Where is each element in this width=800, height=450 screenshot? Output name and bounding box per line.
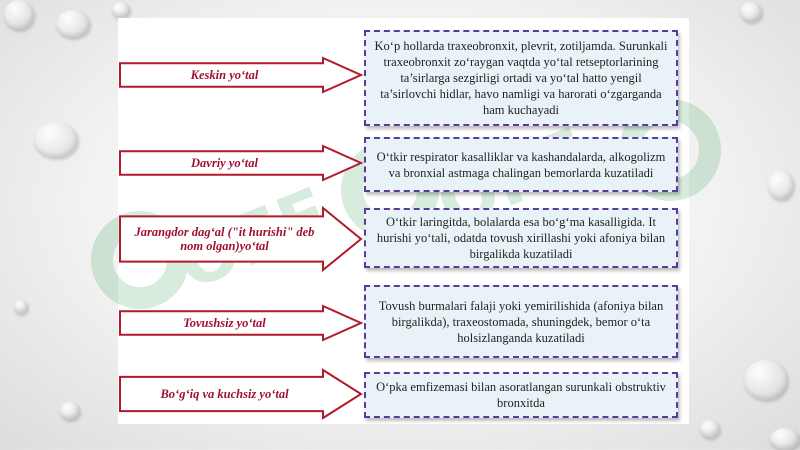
cough-description-box: Ko‘p hollarda traxeobronxit, plevrit, zo… bbox=[364, 30, 678, 126]
cough-description-box: Tovush burmalari falaji yoki yemirilishi… bbox=[364, 285, 678, 358]
cough-description-text: Tovush burmalari falaji yoki yemirilishi… bbox=[378, 298, 664, 345]
arrow-shape: Davriy yo‘tal bbox=[118, 144, 364, 182]
cough-type-label: Tovushsiz yo‘tal bbox=[183, 316, 266, 330]
water-droplet bbox=[56, 10, 90, 38]
water-droplet bbox=[740, 2, 762, 22]
water-droplet bbox=[14, 300, 28, 314]
water-droplet bbox=[768, 170, 794, 200]
water-droplet bbox=[60, 402, 80, 420]
arrow-outline bbox=[119, 205, 363, 273]
cough-description-box: O‘pka emfizemasi bilan asoratlangan suru… bbox=[364, 372, 678, 418]
arrow-shape: Keskin yo‘tal bbox=[118, 56, 364, 94]
cough-description-text: O‘tkir respirator kasalliklar va kashand… bbox=[376, 149, 666, 180]
cough-description-text: Ko‘p hollarda traxeobronxit, plevrit, zo… bbox=[374, 39, 668, 117]
cough-description-box: O‘tkir respirator kasalliklar va kashand… bbox=[364, 137, 678, 192]
cough-description-box: O‘tkir laringitda, bolalarda esa bo‘g‘ma… bbox=[364, 208, 678, 268]
arrow-shape: Jarangdor dag‘al ("it hurishi" deb nom o… bbox=[118, 205, 363, 273]
arrow-outline bbox=[119, 56, 364, 94]
cough-description-text: O‘pka emfizemasi bilan asoratlangan suru… bbox=[376, 380, 666, 410]
arrow-shape: Bo‘g‘iq va kuchsiz yo‘tal bbox=[118, 368, 363, 420]
cough-type-label: Bo‘g‘iq va kuchsiz yo‘tal bbox=[160, 387, 289, 401]
arrow-shape: Tovushsiz yo‘tal bbox=[118, 304, 364, 342]
water-droplet bbox=[770, 428, 800, 450]
arrow-outline bbox=[119, 368, 363, 420]
arrow-outline bbox=[119, 304, 364, 342]
cough-description-text: O‘tkir laringitda, bolalarda esa bo‘g‘ma… bbox=[376, 215, 666, 261]
water-droplet bbox=[744, 360, 788, 400]
water-droplet bbox=[4, 0, 34, 30]
water-droplet bbox=[700, 420, 720, 438]
water-droplet bbox=[112, 2, 130, 18]
arrow-outline bbox=[119, 144, 364, 182]
cough-type-label: Keskin yo‘tal bbox=[190, 68, 259, 82]
water-droplet bbox=[34, 122, 78, 158]
cough-type-label: Davriy yo‘tal bbox=[191, 156, 258, 170]
cough-type-label: Jarangdor dag‘al ("it hurishi" deb nom o… bbox=[134, 225, 315, 253]
